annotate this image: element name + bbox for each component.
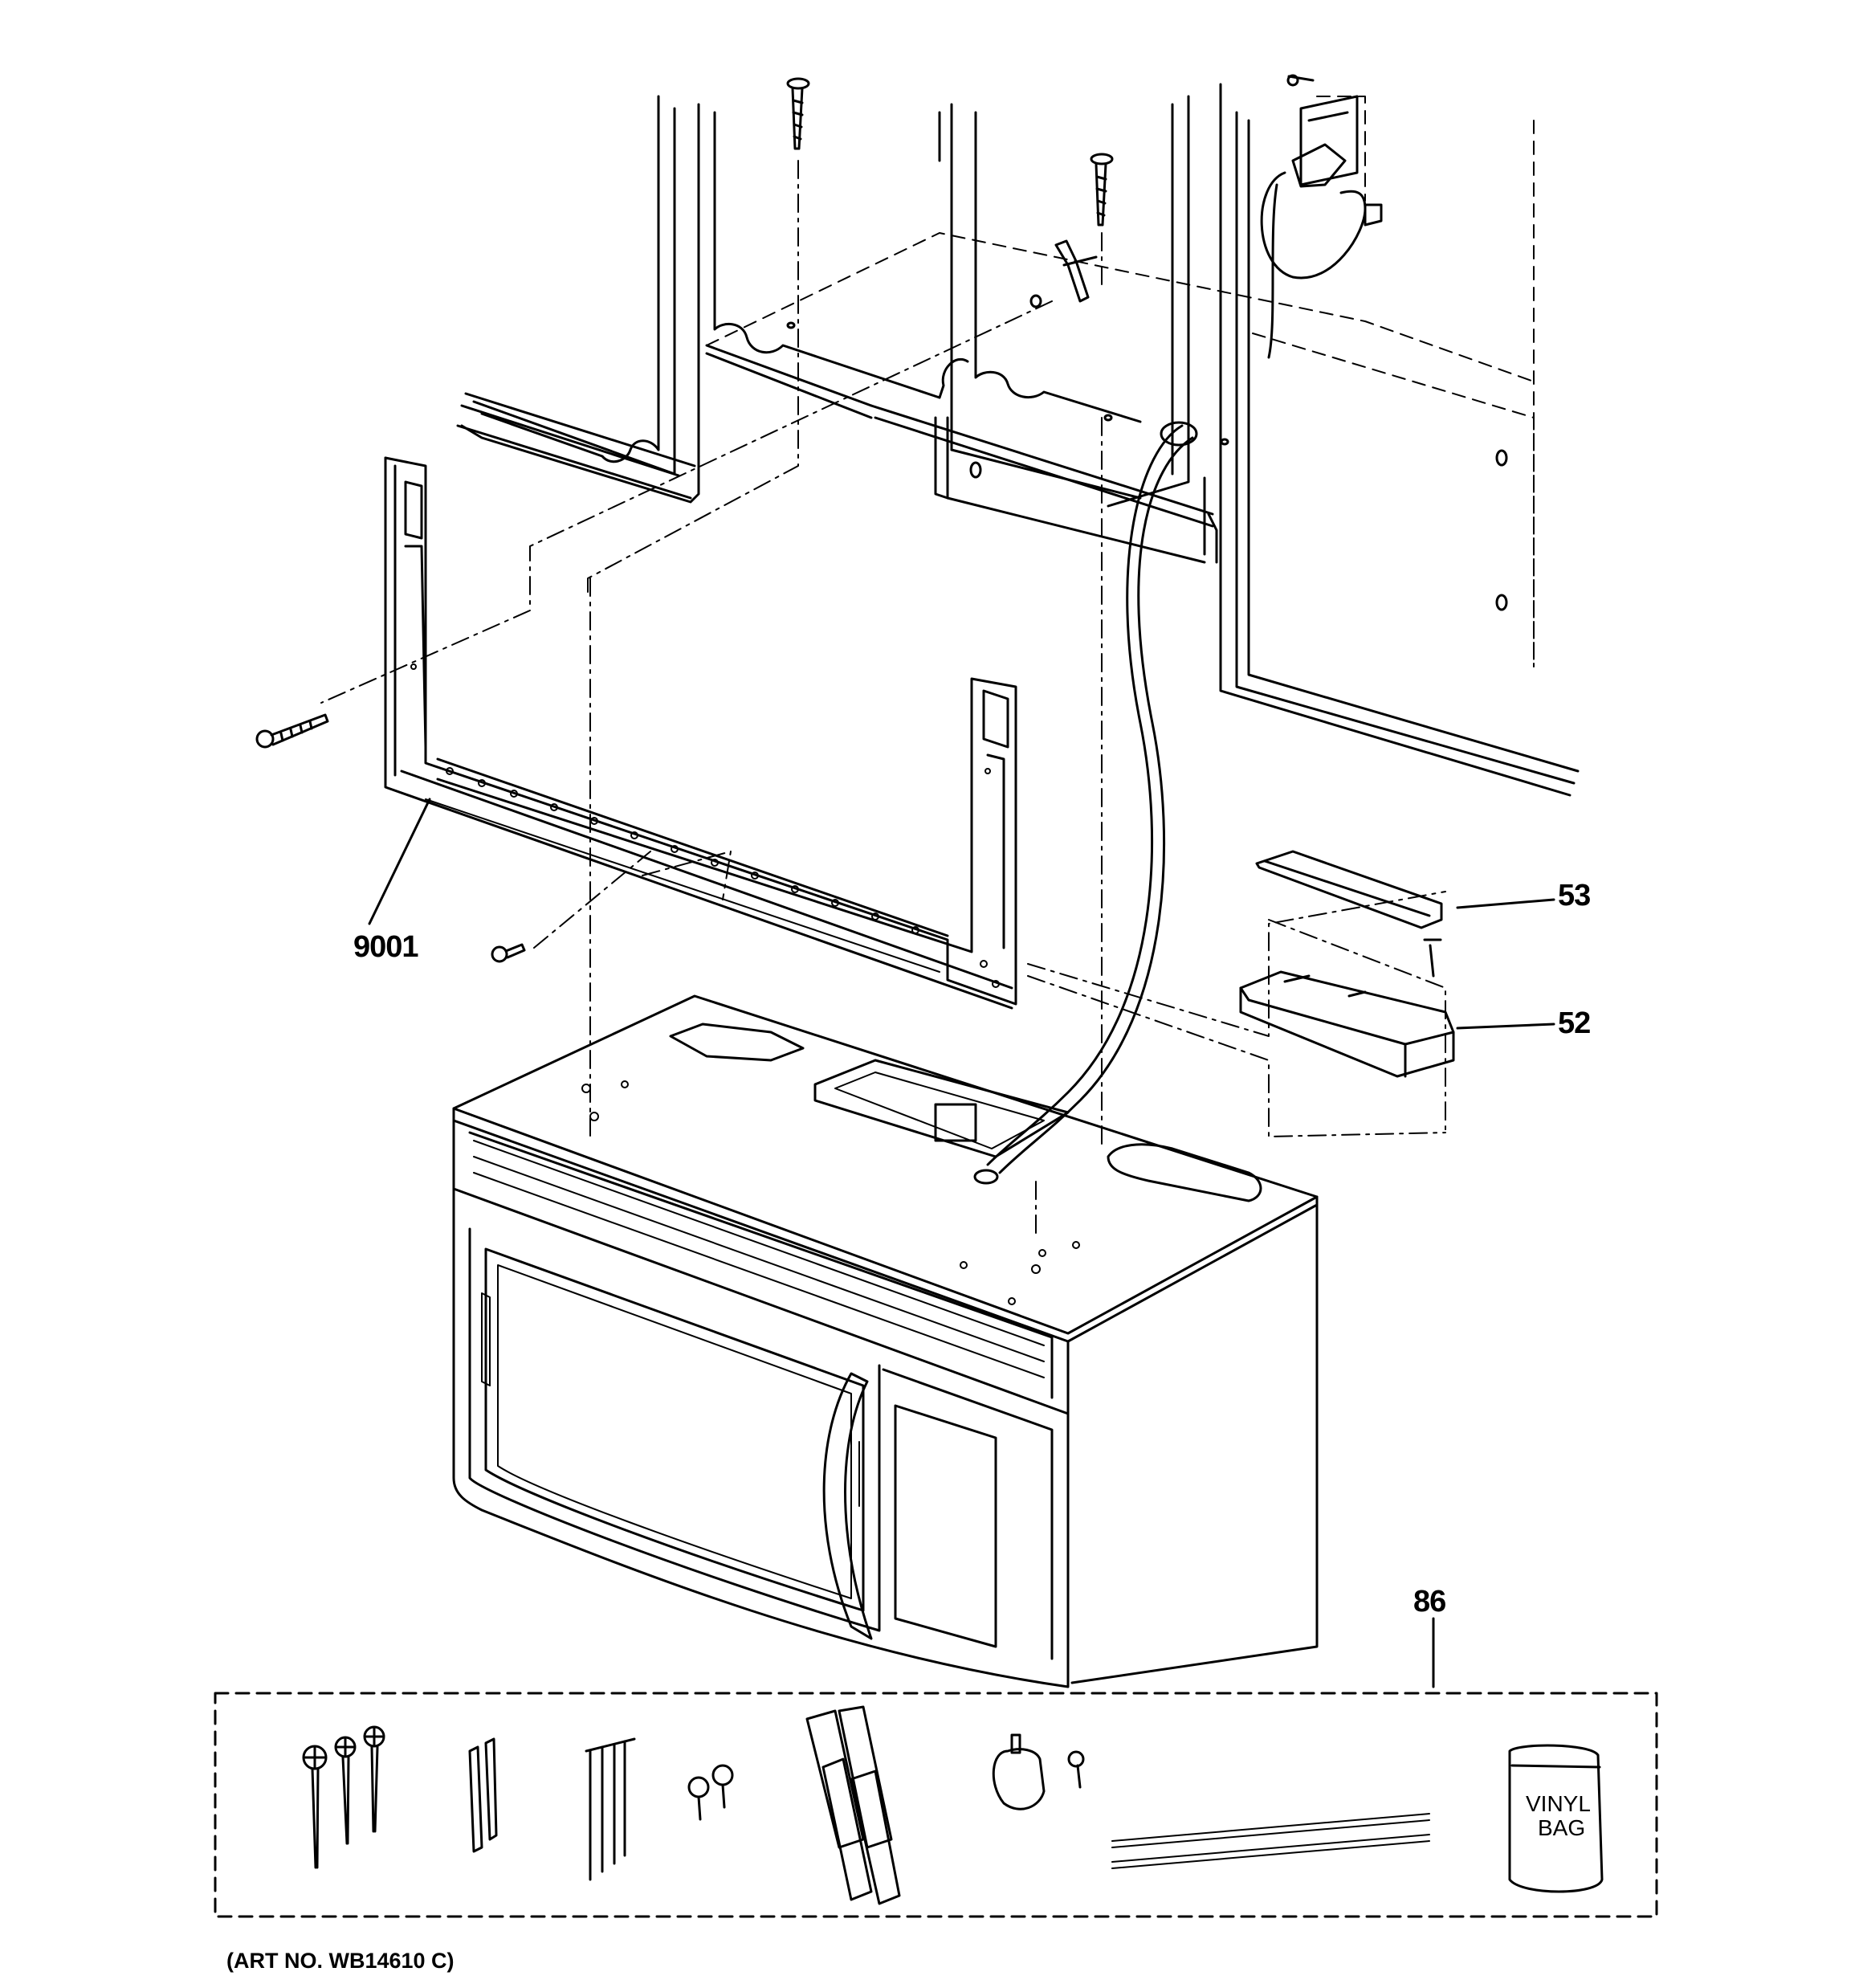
bracket-wall-screws (255, 713, 526, 963)
callout-86: 86 (1413, 1585, 1446, 1619)
callout-52: 52 (1558, 1006, 1591, 1040)
cabinet-bottom-outline (706, 96, 1535, 667)
leader-lines (368, 798, 1555, 1688)
alignment-lines (320, 160, 1446, 1234)
art-number: (ART NO. WB14610 C) (226, 1949, 455, 1973)
wall-outlet-and-plug (1260, 74, 1383, 359)
vinyl-bag-label-line1: VINYL (1526, 1791, 1591, 1816)
vinyl-bag (1508, 1744, 1604, 1893)
filter-cover-53 (1255, 850, 1443, 929)
callout-9001: 9001 (353, 930, 419, 964)
callout-53: 53 (1558, 879, 1591, 912)
microwave-oven (452, 994, 1319, 1688)
upper-cabinets (456, 83, 1580, 797)
wall-mounting-bracket (384, 456, 1017, 1010)
cabinet-top-screws (786, 77, 1114, 303)
filter-tray-52 (1239, 938, 1455, 1078)
vinyl-bag-label-line2: BAG (1538, 1815, 1585, 1840)
power-cord (986, 424, 1194, 1174)
hardware-kit-86 (214, 1692, 1658, 1918)
